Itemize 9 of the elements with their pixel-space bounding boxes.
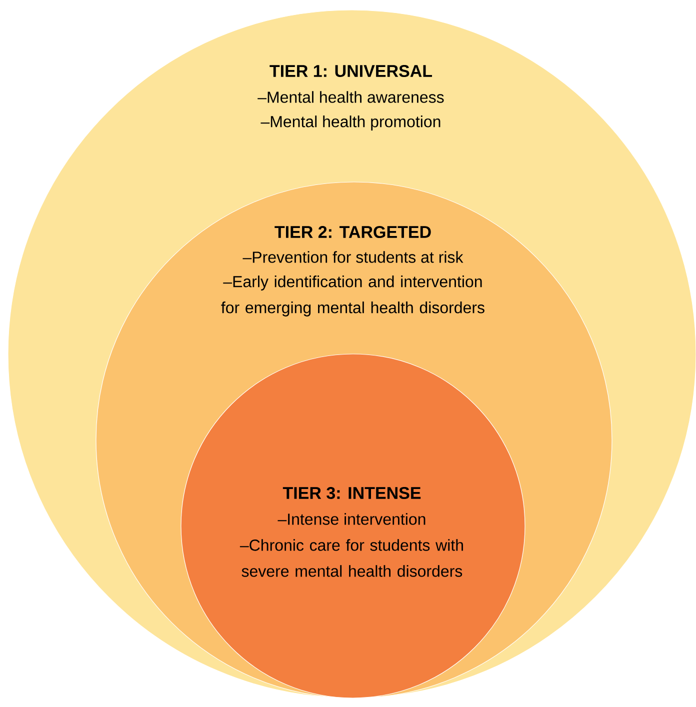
bullet-text: –Chronic care for students with severe mental health disorders [240, 539, 463, 577]
bullet-text: –Mental health promotion [260, 116, 440, 130]
tier-heading: TIER 3: INTENSE [282, 486, 421, 500]
tier-heading: TIER 1: UNIVERSAL [270, 64, 432, 78]
tier-heading: TIER 2: TARGETED [274, 226, 431, 238]
bullet-text: –Intense intervention [278, 513, 426, 525]
bullet-text: –Early identification and intervention for emerging mental health disorders [221, 276, 484, 316]
bullet-text: –Prevention for students at risk [242, 251, 464, 263]
bullet-text: –Mental health awareness [258, 91, 444, 103]
